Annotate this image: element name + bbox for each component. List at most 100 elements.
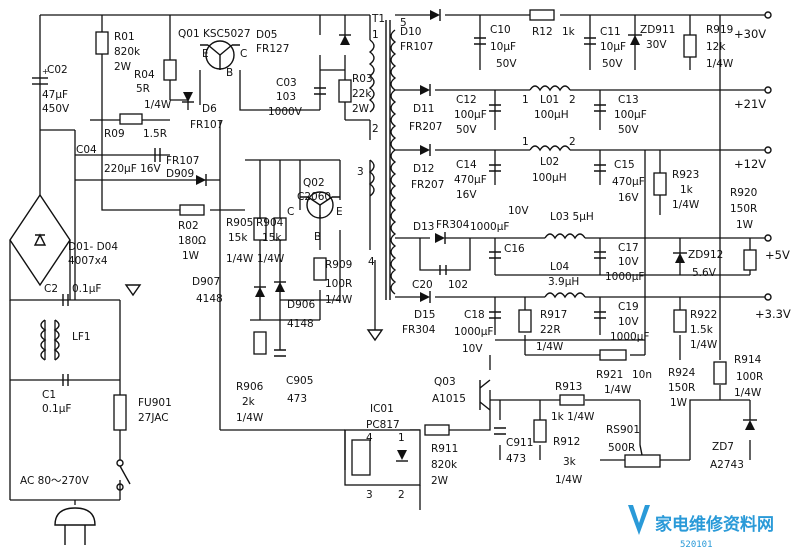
d11-diode	[420, 84, 431, 96]
r909-resistor	[313, 257, 327, 281]
r03-value: 22k	[352, 88, 372, 100]
c911-capacitor	[494, 427, 506, 435]
l01-pin1: 1	[522, 94, 529, 106]
c11-label: C11	[600, 26, 621, 38]
r906-value: 2k	[242, 396, 256, 408]
r919-resistor	[683, 34, 697, 58]
zd911-zener	[628, 34, 642, 45]
r913-resistor	[559, 394, 585, 406]
c2-value: 0.1μF	[72, 283, 101, 295]
r920-value: 150R	[730, 203, 757, 215]
c02-value: 47μF	[42, 89, 68, 101]
zd7-type: A2743	[710, 459, 744, 471]
q02-c: C	[287, 206, 294, 218]
q02-transistor	[300, 191, 340, 219]
c16-capacitor	[489, 251, 501, 259]
r12-label: R12	[532, 26, 553, 38]
r921-value: 10n	[632, 369, 652, 381]
r01-power: 2W	[114, 61, 132, 73]
c911-label: C911	[506, 437, 533, 449]
r913-label: R913	[555, 381, 582, 393]
r12-value: 1k	[562, 26, 576, 38]
r909-value: 100R	[325, 278, 352, 290]
lf1-choke	[40, 319, 60, 361]
r913-value: 1k 1/4W	[551, 411, 595, 423]
c10-voltage: 50V	[496, 58, 517, 70]
r921-label: R921	[596, 369, 623, 381]
c905-label: C905	[286, 375, 313, 387]
l02-pin2: 2	[569, 136, 576, 148]
l03-inductor	[544, 233, 586, 240]
r914-label: R914	[734, 354, 762, 366]
r923-label: R923	[672, 169, 699, 181]
d10-diode	[430, 9, 441, 21]
r921-resistor	[599, 349, 627, 361]
l01-inductor	[529, 85, 571, 92]
d13-diode	[435, 232, 446, 244]
d906-type: 4148	[287, 318, 314, 330]
r905-value: 15k	[228, 232, 248, 244]
r03-power: 2W	[352, 103, 370, 115]
r922-value: 1.5k	[690, 324, 714, 336]
l04-value: 3.9μH	[548, 276, 579, 288]
r914-resistor	[713, 361, 727, 385]
d15-type: FR304	[402, 324, 436, 336]
c17-voltage: 10V	[618, 256, 639, 268]
power-switch	[119, 465, 131, 485]
zd7-regulator	[743, 419, 757, 430]
c15-value: 470μF	[612, 176, 645, 188]
c03-label: C03	[276, 77, 297, 89]
c14-label: C14	[456, 159, 477, 171]
ground-icon	[124, 284, 142, 297]
rs901-label: RS901	[606, 424, 640, 436]
ic01-label: IC01	[370, 403, 394, 415]
ic01-pin4: 4	[366, 432, 373, 444]
r919-power: 1/4W	[706, 58, 734, 70]
c17-label: C17	[618, 242, 639, 254]
r09-label: R09	[104, 128, 125, 140]
r04-label: R04	[134, 69, 155, 81]
d05-label: D05	[256, 29, 277, 41]
c14-capacitor	[489, 164, 501, 172]
c12-value: 100μF	[454, 109, 487, 121]
q02-e: E	[336, 206, 343, 218]
r904-power: 1/4W	[257, 253, 285, 265]
t1-pin1: 1	[372, 29, 379, 41]
r03-resistor	[338, 79, 352, 103]
zd912-value: 5.6V	[692, 267, 717, 279]
q02-label: Q02	[303, 177, 325, 189]
r914-power: 1/4W	[734, 387, 762, 399]
l04-inductor	[544, 292, 586, 299]
c14-voltage: 16V	[456, 189, 477, 201]
l02-label: L02	[540, 156, 559, 168]
d05-diode	[339, 34, 351, 45]
secondary-wiring	[395, 14, 765, 461]
zd911-value: 30V	[646, 39, 667, 51]
r905-power: 1/4W	[226, 253, 254, 265]
zd911-label: ZD911	[640, 24, 675, 36]
c17-capacitor	[594, 251, 606, 259]
r923-value: 1k	[680, 184, 694, 196]
r920-resistor	[743, 249, 757, 271]
ac-plug-icon	[54, 507, 96, 545]
zd7-label: ZD7	[712, 441, 734, 453]
c2-label: C2	[44, 283, 58, 295]
c19-value: 1000μF	[610, 331, 649, 343]
zd912-zener	[673, 252, 687, 263]
rs901-value: 500R	[608, 442, 635, 454]
r01-resistor	[95, 31, 109, 55]
r922-label: R922	[690, 309, 717, 321]
c19-voltage: 10V	[618, 316, 639, 328]
r912-label: R912	[553, 436, 580, 448]
r923-power: 1/4W	[672, 199, 700, 211]
l02-value: 100μH	[532, 172, 567, 184]
ic01-pin2: 2	[398, 489, 405, 501]
q02-type: C2060	[297, 191, 331, 203]
d906-diode	[274, 281, 286, 292]
c15-label: C15	[614, 159, 635, 171]
c13-label: C13	[618, 94, 639, 106]
ic01-type: PC817	[366, 419, 400, 431]
c12-capacitor	[489, 104, 501, 112]
out-3v3-label: +3.3V	[755, 307, 791, 321]
